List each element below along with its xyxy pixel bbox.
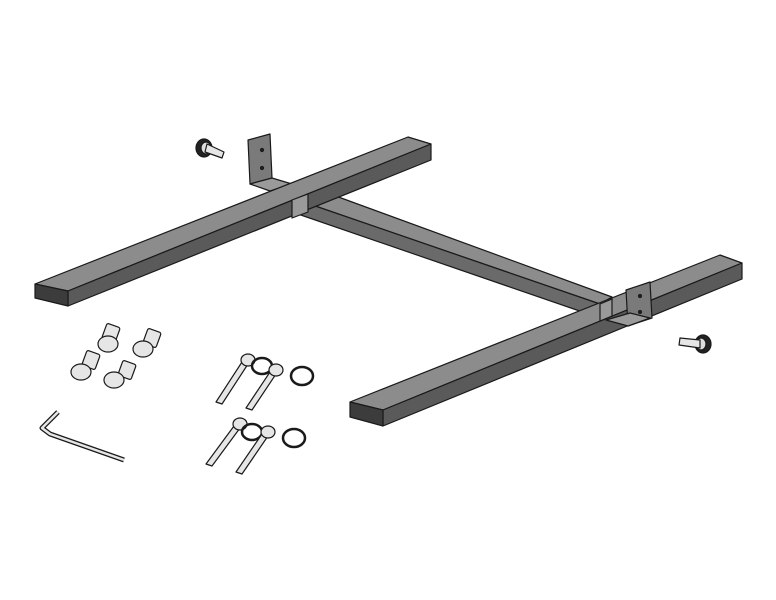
- release-pin-icon: [205, 417, 264, 467]
- left-foot-bar: [34, 136, 432, 307]
- bolt-icon: [103, 360, 137, 389]
- release-pin-icon: [235, 425, 307, 475]
- bolt-icon: [132, 328, 162, 358]
- bolt-icon: [70, 350, 101, 381]
- right-bracket: [605, 281, 653, 327]
- leveling-knob-icon: [678, 334, 712, 354]
- left-bracket: [247, 133, 293, 192]
- leveling-knob-icon: [195, 138, 225, 159]
- cross-bar: [291, 190, 613, 319]
- release-pin-icon: [215, 353, 274, 405]
- release-pin-icon: [245, 363, 315, 411]
- bolt-icon: [97, 323, 121, 353]
